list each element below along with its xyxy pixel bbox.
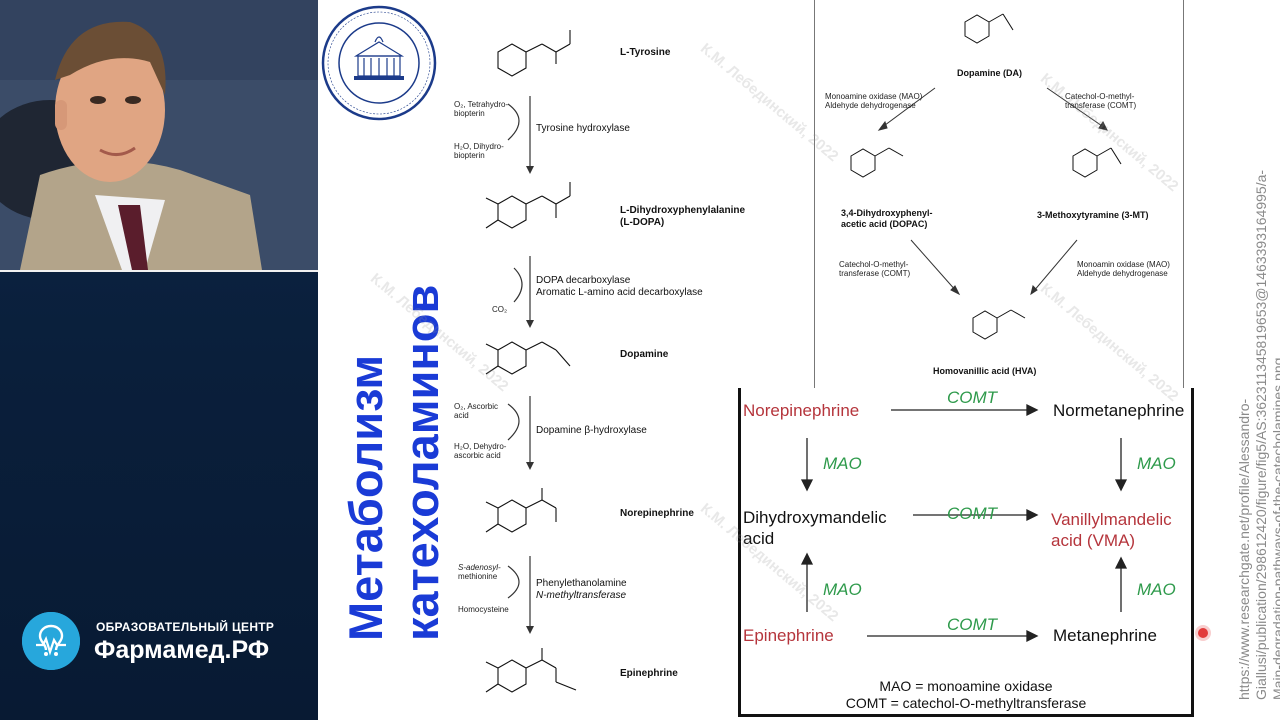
cofactor-step3-out-2: ascorbic acid — [454, 451, 501, 460]
compound-hva: Homovanillic acid (HVA) — [933, 366, 1037, 376]
compound-dopamine: Dopamine — [620, 349, 669, 360]
epinephrine-label: Epinephrine — [743, 626, 834, 645]
compound-epinephrine: Epinephrine — [620, 668, 678, 679]
brand-name: Фармамед.РФ — [94, 636, 270, 664]
brand-logo-icon — [22, 612, 80, 670]
compound-dopac-1: 3,4-Dihydroxyphenyl- — [841, 208, 933, 218]
enzyme-label-bl-1: Catechol-O-methyl- — [839, 260, 909, 269]
compound-l-tyrosine: L-Tyrosine — [620, 47, 671, 58]
vma-label-2: acid (VMA) — [1051, 531, 1136, 550]
comt-label-bottom: COMT — [947, 615, 998, 634]
cofactor-step1-out-2: biopterin — [454, 151, 485, 160]
compound-l-dopa: L-Dihydroxyphenylalanine — [620, 205, 746, 216]
metanephrine-label: Metanephrine — [1053, 626, 1157, 645]
dopamine-degradation-structures — [850, 13, 1122, 340]
enzyme-label-tr-1: Catechol-O-methyl- — [1065, 92, 1135, 101]
cofactor-step1-in-1: O₂, Tetrahydro- — [454, 100, 509, 109]
slide-title: Метаболизм катехоламинов — [339, 285, 448, 641]
enzyme-pnmt-line2: N-methyltransferase — [536, 590, 627, 601]
enzyme-label-br-2: Aldehyde dehydrogenase — [1077, 269, 1168, 278]
compound-dopamine-da: Dopamine (DA) — [957, 68, 1022, 78]
webcam-divider — [0, 270, 318, 272]
comt-label-top: COMT — [947, 388, 998, 407]
slide-title-line1: Метаболизм — [339, 355, 392, 641]
cofactor-step3-in-1: O₂, Ascorbic — [454, 402, 499, 411]
dopamine-degradation-panel: Dopamine (DA) 3,4-Dihydroxyphenyl- aceti… — [814, 0, 1184, 389]
brand-subtitle: ОБРАЗОВАТЕЛЬНЫЙ ЦЕНТР — [96, 620, 275, 634]
legend-mao: MAO = monoamine oxidase — [879, 678, 1053, 694]
enzyme-pnmt-line1: Phenylethanolamine — [536, 578, 627, 589]
mao-label-tr: MAO — [1137, 454, 1176, 473]
dhma-label-1: Dihydroxymandelic — [743, 508, 887, 527]
enzyme-tyrosine-hydroxylase: Tyrosine hydroxylase — [536, 123, 630, 134]
normetanephrine-label: Normetanephrine — [1053, 401, 1185, 420]
cofactor-step1-out-1: H₂O, Dihydro- — [454, 142, 504, 151]
source-url: https://www.researchgate.net/profile/Ale… — [1236, 169, 1280, 700]
enzyme-label-br-1: Monoamin oxidase (MAO) — [1077, 260, 1170, 269]
enzyme-label-tl-1: Monoamine oxidase (MAO) — [825, 92, 923, 101]
comt-label-middle: COMT — [947, 504, 998, 523]
cofactor-step3-out-1: H₂O, Dehydro- — [454, 442, 507, 451]
compound-dopac-2: acetic acid (DOPAC) — [841, 219, 928, 229]
brand-block: ОБРАЗОВАТЕЛЬНЫЙ ЦЕНТР Фармамед.РФ — [22, 612, 312, 672]
enzyme-label-bl-2: transferase (COMT) — [839, 269, 911, 278]
cofactor-step4-out: Homocysteine — [458, 605, 509, 614]
university-seal-icon — [321, 5, 437, 121]
enzyme-label-tl-2: Aldehyde dehydrogenase — [825, 101, 916, 110]
compound-norepinephrine: Norepinephrine — [620, 508, 694, 519]
catecholamine-degradation-arrows — [800, 403, 1128, 643]
enzyme-aromatic-decarboxylase: Aromatic L-amino acid decarboxylase — [536, 287, 703, 298]
enzyme-dopamine-hydroxylase: Dopamine β-hydroxylase — [536, 425, 647, 436]
enzyme-label-tr-2: transferase (COMT) — [1065, 101, 1137, 110]
cofactor-step4-in-1: S-adenosyl- — [458, 563, 501, 572]
presenter-image — [0, 0, 318, 270]
enzyme-dopa-decarboxylase: DOPA decarboxylase — [536, 275, 631, 286]
compound-3-mt: 3-Methoxytyramine (3-MT) — [1037, 210, 1149, 220]
presenter-webcam — [0, 0, 318, 270]
mao-label-bl: MAO — [823, 580, 862, 599]
biosynthesis-structures — [485, 30, 577, 693]
vma-label-1: Vanillylmandelic — [1051, 510, 1172, 529]
laser-pointer-dot — [1198, 628, 1208, 638]
catecholamine-degradation-panel: Norepinephrine Normetanephrine Dihydroxy… — [738, 388, 1194, 717]
mao-label-br: MAO — [1137, 580, 1176, 599]
legend-comt: COMT = catechol-O-methyltransferase — [845, 695, 1087, 711]
cofactor-step3-in-2: acid — [454, 411, 469, 420]
presentation-slide: Метаболизм катехоламинов — [318, 0, 1280, 720]
presenter-panel: ОБРАЗОВАТЕЛЬНЫЙ ЦЕНТР Фармамед.РФ — [0, 0, 318, 720]
cofactor-step2-out: CO₂ — [492, 305, 508, 314]
cofactor-step1-in-2: biopterin — [454, 109, 485, 118]
norepinephrine-label: Norepinephrine — [743, 401, 860, 420]
dhma-label-2: acid — [743, 529, 775, 548]
cofactor-step4-in-2: methionine — [458, 572, 498, 581]
compound-l-dopa-abbr: (L-DOPA) — [620, 217, 665, 228]
slide-title-line2: катехоламинов — [395, 285, 448, 641]
mao-label-tl: MAO — [823, 454, 862, 473]
